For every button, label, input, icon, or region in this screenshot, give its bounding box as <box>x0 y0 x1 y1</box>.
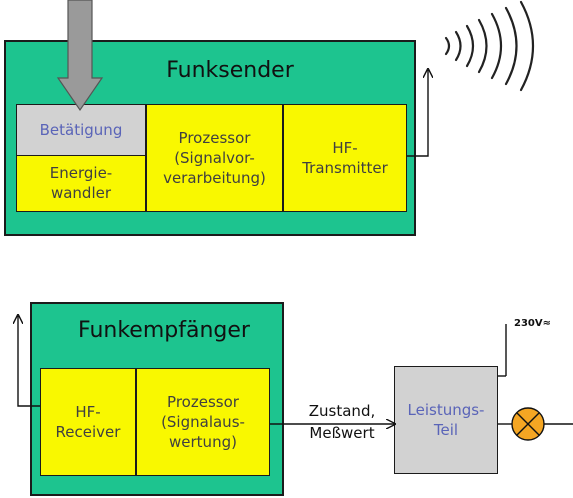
hf-transmitter-box: HF- Transmitter <box>283 104 407 212</box>
receiver-processor-box: Prozessor (Signalaus- wertung) <box>136 368 270 476</box>
mains-supply-line <box>498 324 507 377</box>
actuation-label: Betätigung <box>39 121 123 139</box>
power-unit-box: Leistungs- Teil <box>394 366 498 474</box>
hf-receiver-box: HF- Receiver <box>40 368 136 476</box>
transmitter-processor-box: Prozessor (Signalvor- verarbeitung) <box>146 104 283 212</box>
transmitter-antenna-icon <box>407 70 428 157</box>
transmitter-processor-label: Prozessor (Signalvor- verarbeitung) <box>163 129 266 187</box>
transmitter-title: Funksender <box>166 58 294 83</box>
receiver-title: Funkempfänger <box>78 318 250 343</box>
receiver-processor-label: Prozessor (Signalaus- wertung) <box>161 393 245 451</box>
hf-transmitter-label: HF- Transmitter <box>302 139 388 177</box>
power-unit-label: Leistungs- Teil <box>407 401 485 439</box>
actuation-arrow-icon <box>56 0 104 112</box>
signal-label: Zustand, Meßwert <box>308 402 376 442</box>
receiver-antenna-icon <box>18 316 40 407</box>
energy-converter-label: Energie- wandler <box>49 164 113 202</box>
radio-waves-icon <box>444 0 535 92</box>
voltage-label: 230V≈ <box>514 318 551 329</box>
lamp-icon <box>498 407 573 441</box>
hf-receiver-label: HF- Receiver <box>55 403 121 441</box>
